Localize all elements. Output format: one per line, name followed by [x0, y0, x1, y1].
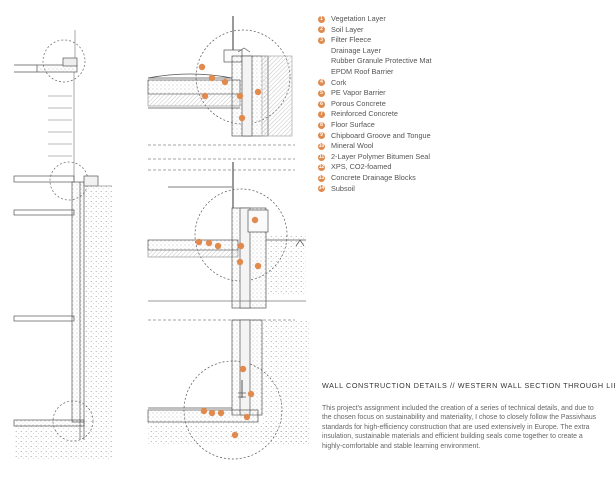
material-legend: 1 Vegetation Layer 2 Soil Layer 3 Filter Flee… — [318, 14, 432, 194]
caption-body: This project's assignment included the c… — [322, 405, 597, 450]
legend-label: Concrete Drainage Blocks — [331, 172, 416, 182]
legend-number-badge — [318, 48, 325, 55]
legend-number-badge: 9 — [318, 132, 325, 140]
base-detail — [147, 319, 310, 460]
mid-callouts — [195, 216, 262, 270]
legend-item: 1 Vegetation Layer — [318, 14, 432, 25]
legend-label: Reinforced Concrete — [331, 109, 398, 119]
legend-number-badge: 10 — [318, 142, 325, 150]
legend-label: Cork — [331, 77, 347, 87]
legend-label: 2-Layer Polymer Bitumen Seal — [331, 151, 430, 161]
legend-number-badge: 8 — [318, 121, 325, 129]
legend-number-badge: 2 — [318, 26, 325, 34]
roof-callouts — [198, 63, 262, 122]
legend-number-badge: 1 — [318, 15, 325, 23]
legend-item: 9 Chipboard Groove and Tongue — [318, 131, 432, 142]
legend-item: 10 Mineral Wool — [318, 141, 432, 152]
legend-label: Filter Fleece — [331, 35, 372, 45]
legend-label: Drainage Layer — [331, 45, 381, 55]
legend-label: Floor Surface — [331, 119, 375, 129]
legend-number-badge: 6 — [318, 100, 325, 108]
legend-label: Mineral Wool — [331, 141, 374, 151]
legend-number-badge: 5 — [318, 89, 325, 97]
legend-item: 2 Soil Layer — [318, 25, 432, 36]
legend-number-badge: 14 — [318, 185, 325, 193]
full-wall-section — [13, 30, 112, 460]
legend-label: Porous Concrete — [331, 98, 386, 108]
legend-item: EPDM Roof Barrier — [318, 67, 432, 78]
legend-item: Rubber Granule Protective Mat — [318, 56, 432, 67]
legend-number-badge: 7 — [318, 111, 325, 119]
legend-label: Rubber Granule Protective Mat — [331, 56, 432, 66]
legend-number-badge: 13 — [318, 174, 325, 182]
legend-number-badge — [318, 58, 325, 65]
legend-item: 4 Cork — [318, 78, 432, 89]
legend-item: 6 Porous Concrete — [318, 99, 432, 110]
legend-label: Chipboard Groove and Tongue — [331, 130, 431, 140]
legend-number-badge: 12 — [318, 164, 325, 172]
legend-label: Soil Layer — [331, 24, 364, 34]
roof-detail — [147, 16, 295, 160]
legend-label: PE Vapor Barrier — [331, 88, 386, 98]
legend-label: Vegetation Layer — [331, 14, 386, 23]
legend-item: Drainage Layer — [318, 46, 432, 57]
legend-item: 11 2-Layer Polymer Bitumen Seal — [318, 152, 432, 163]
legend-item: 14 Subsoil — [318, 184, 432, 195]
legend-item: 8 Floor Surface — [318, 120, 432, 131]
legend-label: Subsoil — [331, 183, 355, 193]
legend-label: XPS, CO2-foamed — [331, 162, 392, 172]
legend-number-badge: 11 — [318, 153, 325, 161]
legend-item: 3 Filter Fleece — [318, 35, 432, 46]
base-callouts — [200, 365, 255, 439]
legend-item: 5 PE Vapor Barrier — [318, 88, 432, 99]
legend-number-badge: 3 — [318, 36, 325, 44]
legend-item: 12 XPS, CO2-foamed — [318, 162, 432, 173]
mid-detail — [147, 162, 306, 309]
legend-label: EPDM Roof Barrier — [331, 66, 394, 76]
legend-item: 13 Concrete Drainage Blocks — [318, 173, 432, 184]
legend-number-badge: 4 — [318, 79, 325, 87]
legend-number-badge — [318, 69, 325, 76]
legend-item: 7 Reinforced Concrete — [318, 109, 432, 120]
caption-heading: WALL CONSTRUCTION DETAILS // WESTERN WAL… — [322, 381, 615, 390]
